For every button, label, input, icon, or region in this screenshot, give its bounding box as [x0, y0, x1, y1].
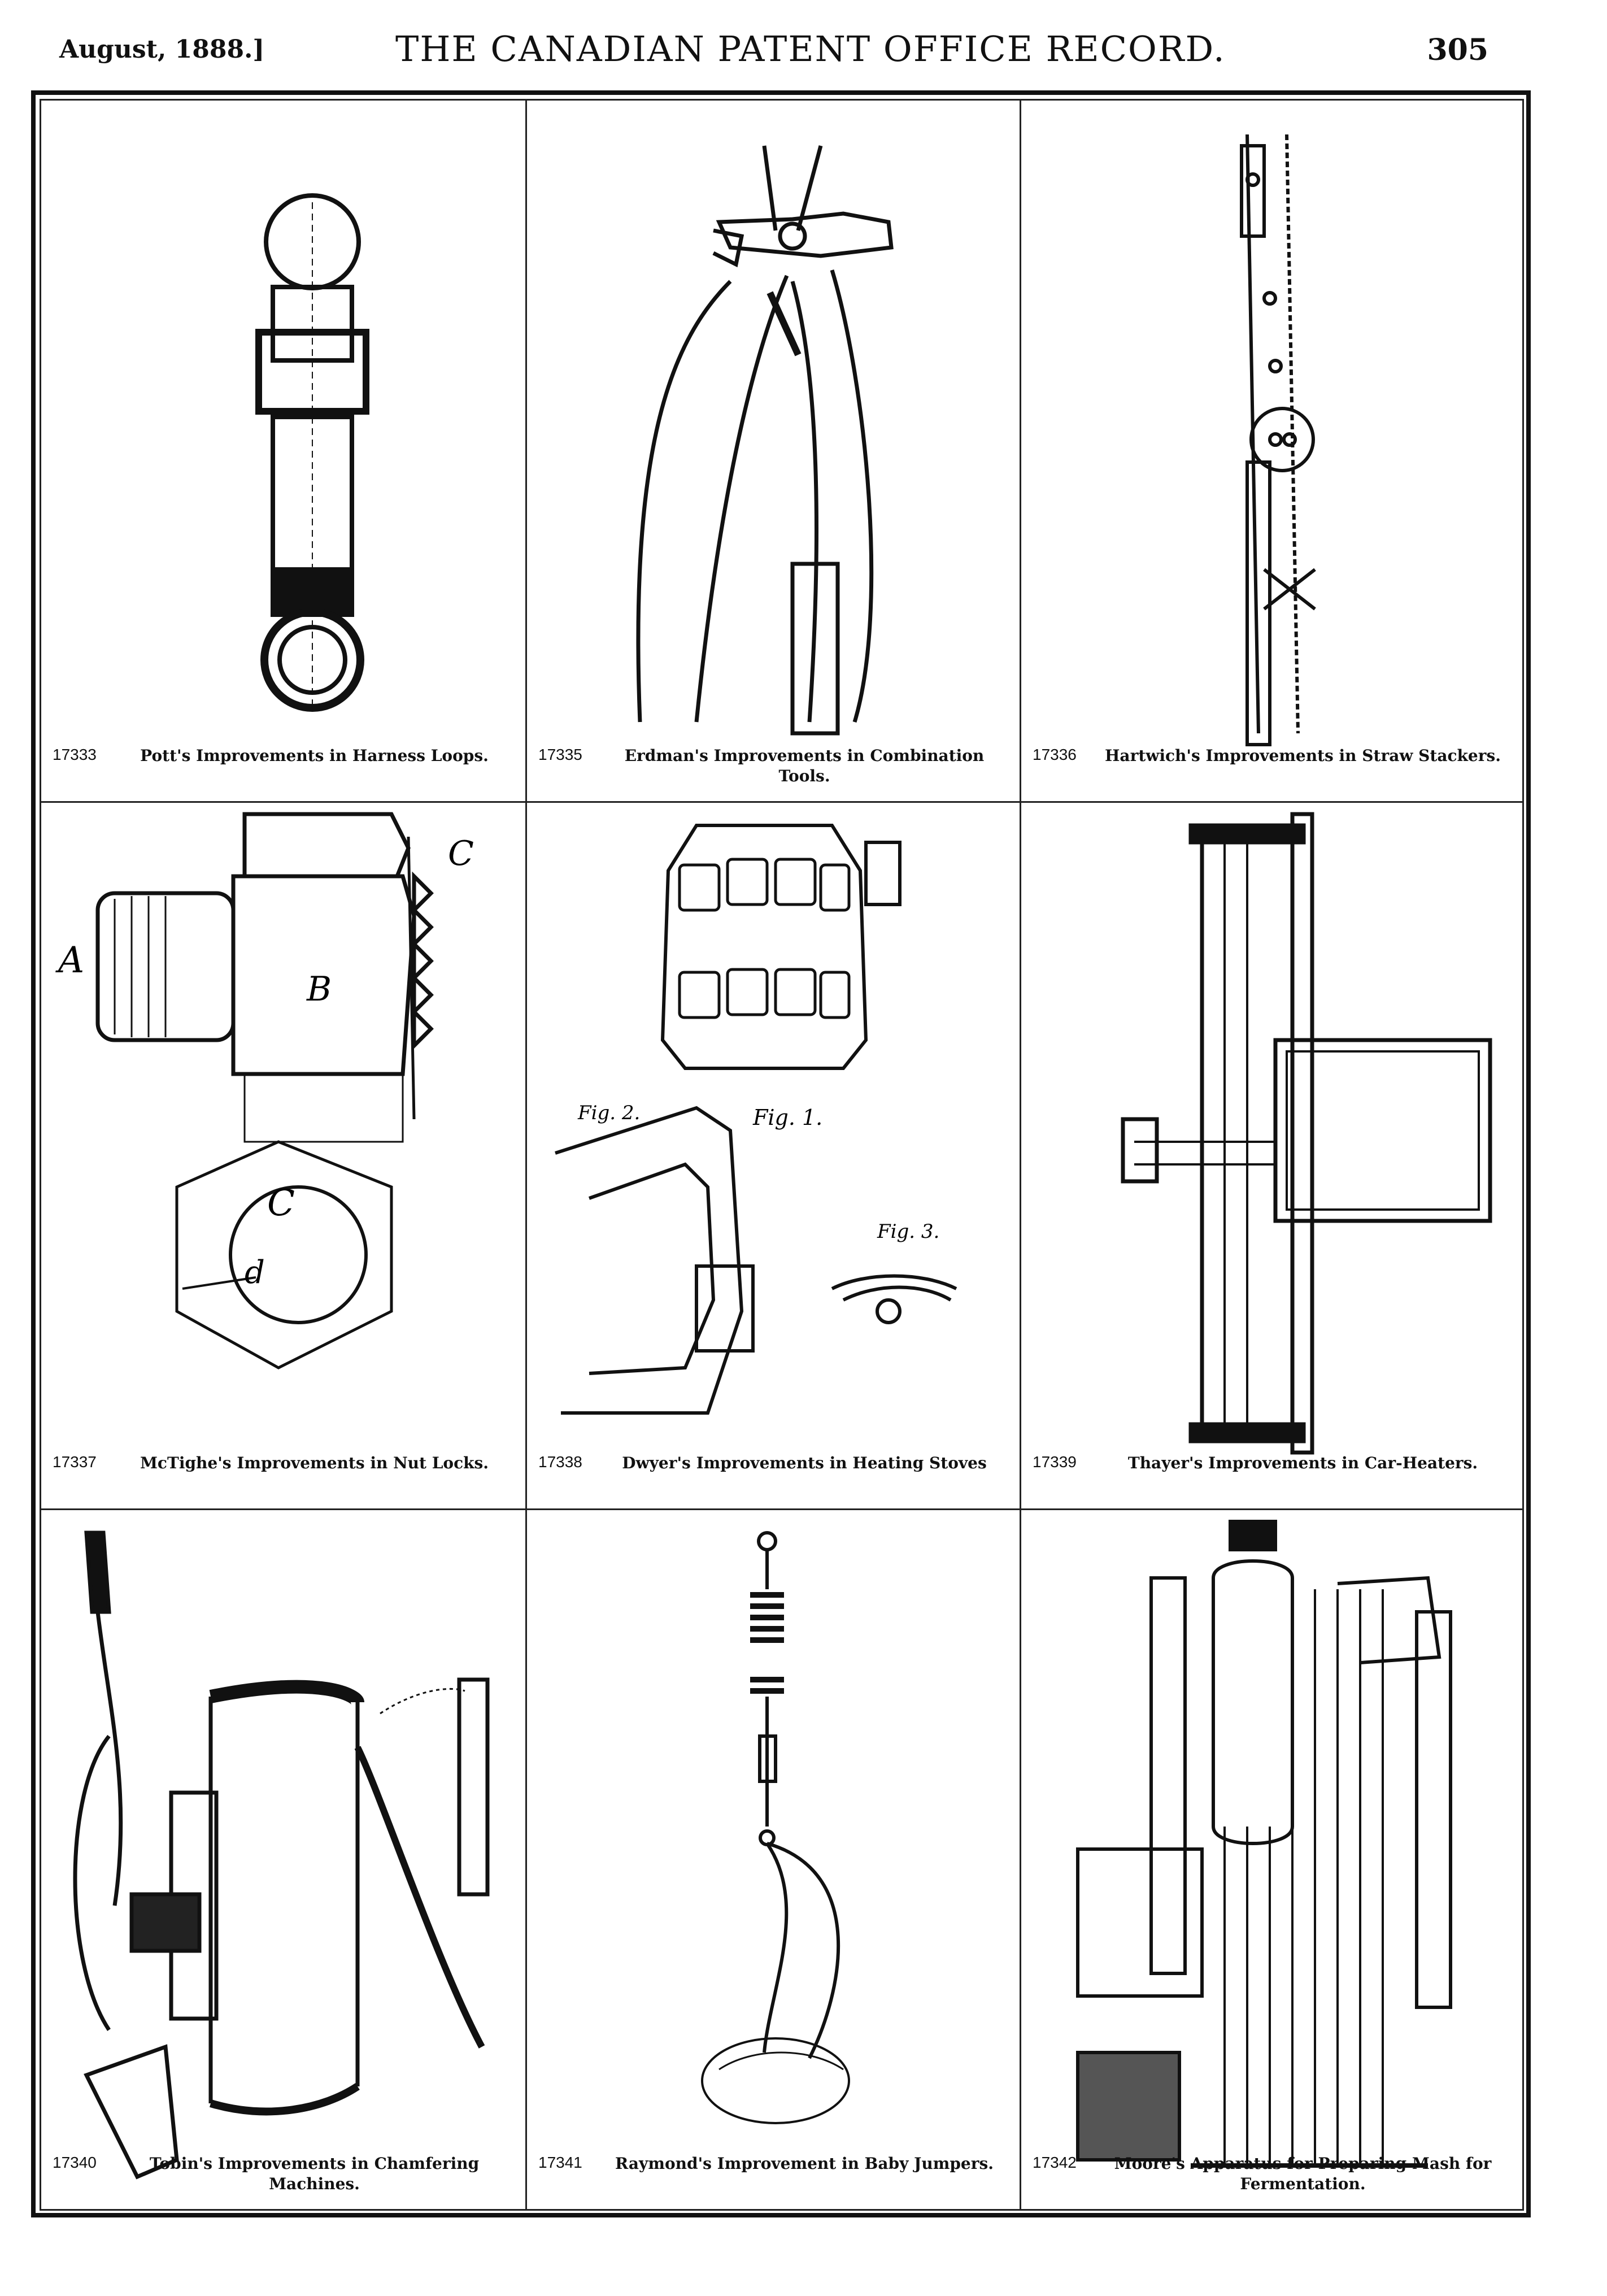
patent-caption: Pott's Improvements in Harness Loops.: [140, 746, 489, 765]
patent-caption: Moore's Apparatus for Preparing Mash for…: [1114, 2154, 1492, 2193]
figure-label: Fig. 3.: [877, 1220, 939, 1243]
patent-caption: Raymond's Improvement in Baby Jumpers.: [615, 2154, 994, 2173]
patent-number: 17342: [1033, 2154, 1077, 2171]
patent-number: 17341: [538, 2154, 582, 2171]
page-header: August, 1888.] THE CANADIAN PATENT OFFIC…: [54, 28, 1500, 79]
figure-label: C: [448, 834, 474, 873]
patent-number: 17335: [538, 746, 582, 763]
patent-number: 17337: [53, 1453, 97, 1471]
patent-cell: 17340 Tobin's Improvements in Chamfering…: [41, 1510, 525, 2209]
heating-stove-illustration: Fig. 2. Fig. 1. Fig. 3.: [555, 824, 957, 1415]
chamfering-machine-illustration: [73, 1530, 490, 2180]
patent-number: 17340: [53, 2154, 97, 2171]
patent-cell: Fig. 2. Fig. 1. Fig. 3. 17338 Dwyer's Im…: [527, 803, 1020, 1508]
grid-border: [40, 99, 1524, 2211]
page-number: 305: [1427, 33, 1488, 67]
patent-number: 17338: [538, 1453, 582, 1471]
patent-number: 17339: [1033, 1453, 1077, 1471]
baby-jumper-illustration: [701, 1531, 850, 2124]
patent-cell: 17333 Pott's Improvements in Harness Loo…: [41, 101, 525, 801]
patent-caption: Erdman's Improvements in Combination Too…: [624, 746, 985, 785]
straw-stacker-illustration: [1240, 134, 1316, 746]
nut-lock-illustration: A B C C d: [55, 812, 474, 1369]
car-heater-illustration: [1121, 812, 1492, 1455]
patent-number: 17333: [53, 746, 97, 763]
figure-label: Fig. 1.: [752, 1105, 822, 1130]
mash-apparatus-illustration: [1076, 1520, 1452, 2168]
grid-divider: [1020, 99, 1021, 2211]
patent-caption: Hartwich's Improvements in Straw Stacker…: [1104, 746, 1501, 765]
figure-label: d: [245, 1254, 265, 1291]
patent-number: 17336: [1033, 746, 1077, 763]
combination-tool-illustration: [636, 145, 894, 736]
figure-label: C: [267, 1182, 295, 1224]
patent-cell: A B C C d 17337 McTighe's Improvements i…: [41, 803, 525, 1508]
harness-loop-illustration: [255, 193, 369, 712]
grid-divider: [40, 1508, 1524, 1510]
patent-cell: 17339 Thayer's Improvements in Car-Heate…: [1021, 803, 1522, 1508]
figure-label: B: [306, 969, 332, 1009]
patent-cell: 17341 Raymond's Improvement in Baby Jump…: [527, 1510, 1020, 2209]
publication-title: THE CANADIAN PATENT OFFICE RECORD.: [395, 28, 1226, 69]
figure-label: A: [55, 940, 84, 981]
patent-cell: 17336 Hartwich's Improvements in Straw S…: [1021, 101, 1522, 801]
patent-caption: Dwyer's Improvements in Heating Stoves: [622, 1454, 987, 1472]
figure-label: Fig. 2.: [577, 1102, 640, 1124]
patent-cell: 17335 Erdman's Improvements in Combinati…: [527, 101, 1020, 801]
patent-cell: 17342 Moore's Apparatus for Preparing Ma…: [1021, 1510, 1522, 2209]
patent-caption: McTighe's Improvements in Nut Locks.: [140, 1454, 489, 1472]
patent-caption: Tobin's Improvements in Chamfering Machi…: [149, 2154, 480, 2193]
grid-divider: [525, 99, 527, 2211]
patent-caption: Thayer's Improvements in Car-Heaters.: [1127, 1454, 1478, 1472]
grid-divider: [40, 801, 1524, 803]
issue-date: August, 1888.]: [59, 35, 265, 64]
page-border: [31, 90, 1531, 2217]
